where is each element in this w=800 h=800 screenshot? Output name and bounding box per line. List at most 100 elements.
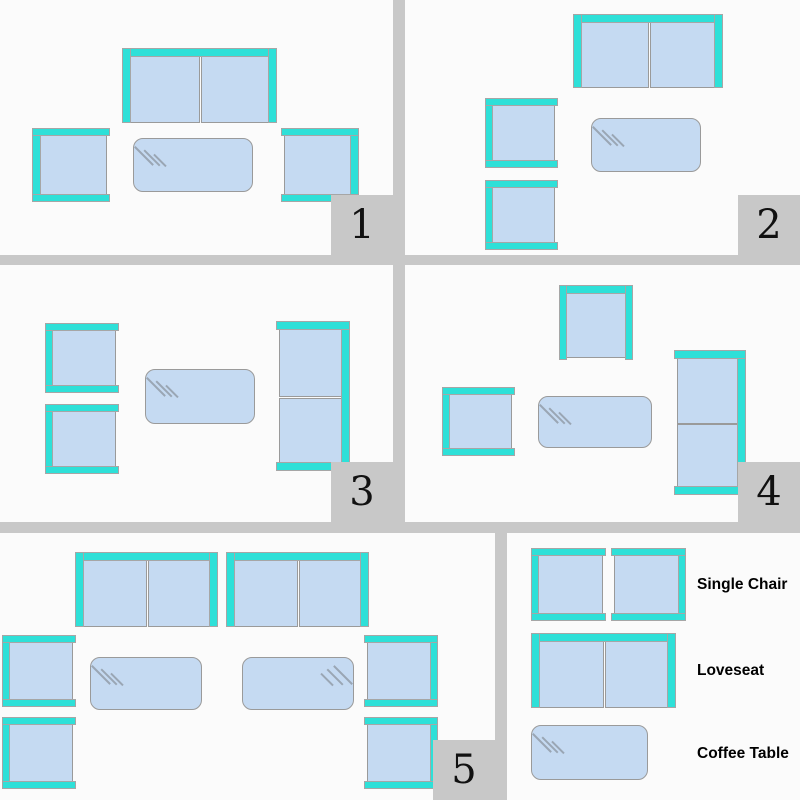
arm-bottom: [45, 466, 119, 474]
arm-top: [611, 548, 686, 556]
arm-left: [559, 285, 567, 360]
arm-left: [226, 552, 235, 627]
loveseat[interactable]: [226, 552, 369, 627]
panel-1-canvas: [0, 0, 393, 255]
arm-top: [45, 404, 119, 412]
coffee-table[interactable]: [242, 657, 354, 710]
panel-number-badge: 3: [331, 462, 393, 522]
back-bar: [341, 321, 350, 471]
back-bar: [75, 552, 218, 561]
arm-right: [714, 14, 723, 88]
cushion: [52, 328, 116, 388]
cushion: [284, 133, 352, 197]
arm-right: [667, 633, 676, 708]
arm-bottom: [485, 160, 558, 168]
legend-label-coffee-table: Coffee Table: [697, 745, 789, 762]
arm-left: [122, 48, 131, 123]
single-chair[interactable]: [442, 387, 515, 456]
cushion: [492, 185, 555, 245]
cushion: [492, 103, 555, 163]
arm-top: [674, 350, 746, 359]
legend-sample-single-chair: [611, 548, 686, 621]
back-bar: [350, 128, 359, 202]
arm-right: [209, 552, 218, 627]
cushion: [614, 553, 679, 616]
cushion-left: [81, 558, 147, 627]
single-chair[interactable]: [485, 180, 558, 250]
arm-top: [364, 635, 438, 643]
panel-5[interactable]: 5: [0, 533, 495, 800]
single-chair[interactable]: [364, 635, 438, 707]
coffee-table[interactable]: [90, 657, 202, 710]
arm-bottom: [485, 242, 558, 250]
panel-4[interactable]: 4: [405, 265, 800, 522]
arm-bottom: [45, 385, 119, 393]
back-bar: [2, 717, 10, 789]
panel-2-canvas: [405, 0, 800, 255]
cushion-right: [201, 54, 273, 123]
glass-shine-icon: [532, 730, 577, 770]
panel-2[interactable]: 2: [405, 0, 800, 255]
arm-bottom: [364, 699, 438, 707]
glass-shine-icon: [539, 401, 584, 441]
coffee-table[interactable]: [145, 369, 255, 424]
loveseat[interactable]: [75, 552, 218, 627]
panel-number-badge: 1: [331, 195, 393, 255]
cushion-right: [299, 558, 365, 627]
single-chair[interactable]: [32, 128, 110, 202]
arm-bottom: [2, 699, 76, 707]
back-bar: [122, 48, 277, 57]
cushion-left: [128, 54, 200, 123]
arm-right: [268, 48, 277, 123]
arm-top: [485, 98, 558, 106]
cushion-top: [677, 356, 739, 424]
arm-bottom: [531, 613, 606, 621]
back-bar: [485, 98, 493, 168]
coffee-table[interactable]: [538, 396, 652, 448]
panel-number-badge: 5: [433, 740, 495, 800]
back-bar: [559, 285, 633, 294]
arm-bottom: [611, 613, 686, 621]
arm-top: [45, 323, 119, 331]
glass-shine-icon: [91, 662, 136, 702]
back-bar: [45, 404, 53, 474]
loveseat[interactable]: [122, 48, 277, 123]
legend-sample-loveseat: [531, 633, 676, 708]
arm-bottom: [674, 486, 746, 495]
cushion: [9, 722, 73, 784]
back-bar: [226, 552, 369, 561]
single-chair[interactable]: [485, 98, 558, 168]
back-bar: [573, 14, 723, 23]
legend-panel: Single Chair Loveseat Coffee Table: [507, 533, 800, 800]
single-chair[interactable]: [45, 323, 119, 393]
arm-bottom: [2, 781, 76, 789]
legend-sample-single-chair: [531, 548, 606, 621]
panel-4-canvas: [405, 265, 800, 522]
cushion-left: [537, 639, 604, 708]
panel-3[interactable]: 3: [0, 265, 393, 522]
coffee-table[interactable]: [591, 118, 701, 172]
arm-left: [531, 633, 540, 708]
arm-right: [360, 552, 369, 627]
back-bar: [678, 548, 686, 621]
back-bar: [442, 387, 450, 456]
cushion: [52, 409, 116, 469]
coffee-table[interactable]: [133, 138, 253, 192]
glass-shine-icon: [592, 123, 637, 163]
loveseat[interactable]: [674, 350, 746, 495]
arm-top: [2, 717, 76, 725]
single-chair[interactable]: [364, 717, 438, 789]
loveseat[interactable]: [573, 14, 723, 88]
loveseat[interactable]: [276, 321, 350, 471]
single-chair[interactable]: [2, 717, 76, 789]
back-bar: [531, 548, 539, 621]
panel-3-canvas: [0, 265, 393, 522]
cushion: [367, 640, 431, 702]
single-chair[interactable]: [2, 635, 76, 707]
single-chair[interactable]: [45, 404, 119, 474]
single-chair[interactable]: [559, 285, 633, 360]
panel-1[interactable]: 1: [0, 0, 393, 255]
glass-shine-icon: [134, 143, 179, 183]
arm-bottom: [364, 781, 438, 789]
single-chair[interactable]: [281, 128, 359, 202]
